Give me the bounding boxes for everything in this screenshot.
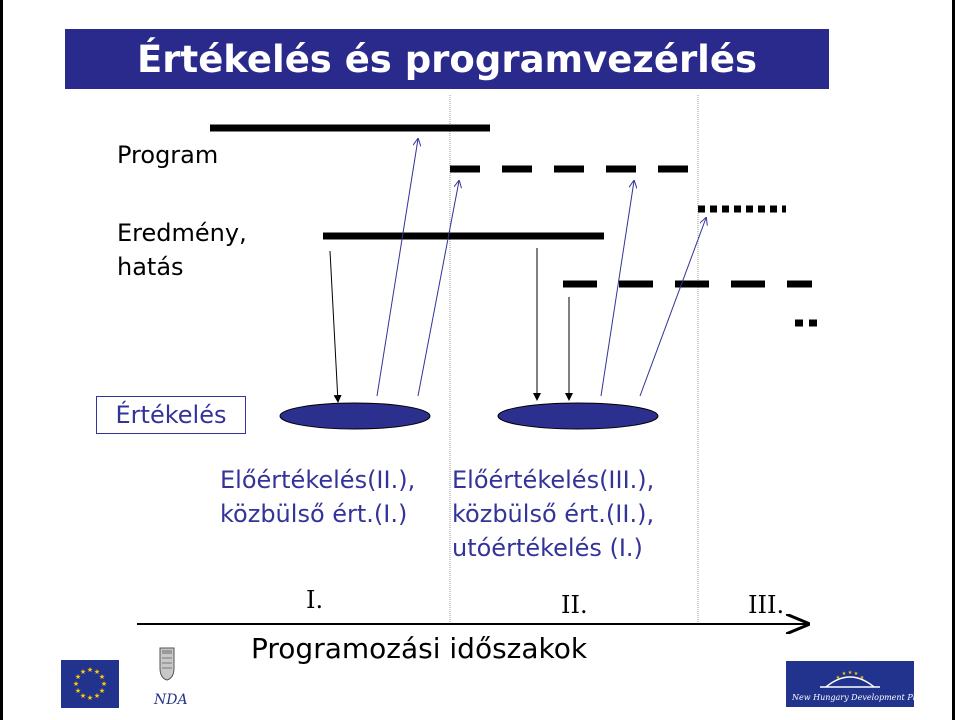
nhdp-logo-text: New Hungary Development Plan	[792, 693, 926, 702]
time-axis-label: Programozási időszakok	[251, 632, 588, 665]
svg-text:★: ★	[842, 671, 847, 677]
svg-text:★: ★	[854, 671, 859, 677]
period-label-1: I.	[306, 586, 324, 614]
nda-coat-of-arms-logo: NDA	[153, 647, 188, 708]
page-title: Értékelés és programvezérlés	[137, 37, 757, 81]
new-hungary-development-plan-logo: ★★★ ★★ New Hungary Development Plan	[786, 661, 925, 707]
period-label-2: II.	[561, 591, 588, 619]
svg-text:★: ★	[94, 692, 100, 700]
result-label-line-1: Eredmény,	[117, 219, 247, 247]
svg-text:★: ★	[848, 670, 853, 676]
svg-text:★: ★	[99, 687, 105, 695]
svg-text:★: ★	[101, 680, 107, 688]
svg-text:★: ★	[94, 668, 100, 676]
svg-text:★: ★	[87, 694, 93, 702]
eval-to-program-arrow-2	[417, 181, 459, 397]
eval-right-line-3: utóértékelés (I.)	[452, 534, 643, 562]
svg-text:★: ★	[73, 680, 79, 688]
eval-right-line-2: közbülső ért.(II.),	[452, 500, 655, 528]
eval-to-program-arrow-4	[639, 218, 706, 397]
title-bar: Értékelés és programvezérlés	[65, 29, 829, 89]
svg-text:★: ★	[860, 675, 865, 681]
result-to-eval-arrow-1	[329, 250, 342, 403]
evaluation-ellipse-1	[279, 402, 431, 430]
svg-text:★: ★	[836, 675, 841, 681]
svg-text:★: ★	[80, 668, 86, 676]
nda-logo-text: NDA	[153, 692, 188, 708]
result-label-line-2: hatás	[117, 253, 184, 281]
svg-text:★: ★	[80, 692, 86, 700]
evaluation-ellipse-2	[497, 402, 659, 430]
eval-right-line-1: Előértékelés(III.),	[452, 466, 655, 494]
svg-text:★: ★	[75, 673, 81, 681]
program-label: Program	[117, 141, 219, 169]
svg-text:★: ★	[75, 687, 81, 695]
slide-border-right	[952, 0, 955, 720]
slide-border-left	[0, 0, 3, 720]
eval-left-line-1: Előértékelés(II.),	[220, 466, 416, 494]
evaluation-label: Értékelés	[115, 401, 227, 429]
eval-to-program-arrow-3	[600, 181, 634, 397]
evaluation-label-box: Értékelés	[96, 396, 246, 434]
svg-text:★: ★	[87, 666, 93, 674]
eval-left-line-2: közbülső ért.(I.)	[220, 500, 408, 528]
period-label-3: III.	[748, 591, 785, 619]
eval-to-program-arrow-1	[376, 139, 418, 397]
bridge-icon: ★★★ ★★	[820, 670, 880, 688]
eu-flag-logo: ★★★ ★★★ ★★★ ★★★	[61, 660, 119, 708]
svg-text:★: ★	[99, 673, 105, 681]
